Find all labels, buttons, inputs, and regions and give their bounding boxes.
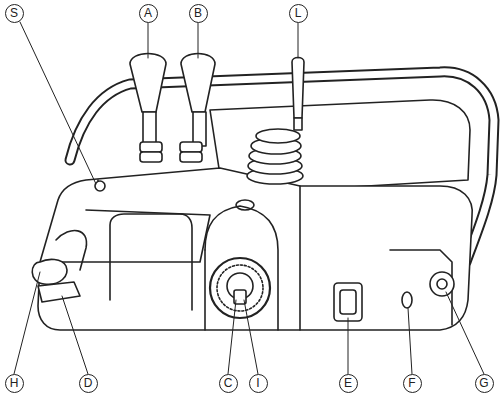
rocker-housing bbox=[334, 283, 362, 321]
leader-lines bbox=[14, 22, 484, 374]
leader-line bbox=[348, 318, 349, 374]
lever-stem-b bbox=[193, 112, 206, 146]
bellows-a1 bbox=[140, 142, 162, 152]
joystick-stem bbox=[294, 118, 302, 130]
lever-d bbox=[38, 282, 80, 302]
callout-letter: S bbox=[5, 4, 24, 23]
knob-g-center bbox=[437, 279, 447, 289]
socket bbox=[402, 292, 412, 308]
leader-line bbox=[408, 308, 412, 374]
leader-line bbox=[148, 23, 149, 58]
leader-line bbox=[20, 22, 96, 184]
knob-recess-side bbox=[204, 250, 206, 330]
bellows-b1 bbox=[180, 142, 202, 152]
bellows-b2 bbox=[180, 152, 202, 162]
handle-loop bbox=[56, 231, 87, 270]
leader-line bbox=[62, 296, 88, 374]
rotary-knob-scale bbox=[217, 265, 263, 311]
joystick-bellows bbox=[256, 129, 300, 143]
callout-letter: G bbox=[475, 374, 494, 393]
lever-stem-a bbox=[143, 112, 156, 146]
callout-letter: L bbox=[289, 4, 308, 23]
callout-letter: I bbox=[249, 374, 268, 393]
console-body bbox=[38, 168, 472, 330]
leader-line bbox=[198, 23, 199, 58]
callout-letter: A bbox=[139, 4, 158, 23]
callout-letter: E bbox=[339, 374, 358, 393]
lever-handle-b bbox=[181, 54, 215, 113]
leader-line bbox=[446, 292, 484, 374]
side-panel bbox=[110, 214, 192, 310]
callout-letter: D bbox=[79, 374, 98, 393]
leader-line bbox=[14, 272, 40, 374]
panel-split bbox=[299, 186, 301, 330]
lever-handle-a bbox=[130, 54, 166, 113]
front-panel-line bbox=[52, 210, 210, 262]
leader-line bbox=[298, 23, 299, 58]
leader-line bbox=[228, 300, 236, 374]
switch-s-cap bbox=[95, 181, 105, 191]
callout-letter: C bbox=[219, 374, 238, 393]
rocker-switch bbox=[340, 290, 356, 314]
joystick-grip bbox=[292, 58, 304, 119]
leader-line bbox=[244, 300, 258, 374]
knob-g bbox=[430, 272, 454, 296]
callout-letter: B bbox=[189, 4, 208, 23]
rotary-knob-ring bbox=[210, 258, 270, 318]
bellows-a2 bbox=[140, 152, 162, 162]
plug bbox=[236, 200, 254, 210]
tray bbox=[210, 100, 470, 190]
knob-recess bbox=[205, 206, 278, 330]
callout-letter: H bbox=[5, 374, 24, 393]
callout-letter: F bbox=[403, 374, 422, 393]
